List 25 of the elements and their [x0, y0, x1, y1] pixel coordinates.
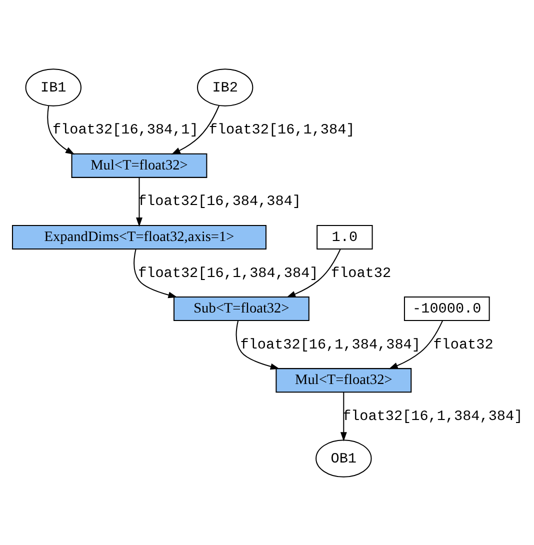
node-box: Mul<T=float32> [276, 368, 412, 392]
edge-label: float32[16,384,1] [52, 122, 198, 138]
arrow [340, 392, 347, 441]
node-ellipse: OB1 [316, 439, 372, 477]
edge-label: float32[16,1,384,384] [342, 408, 523, 424]
node-box: ExpandDims<T=float32,axis=1> [12, 224, 266, 249]
arrow [136, 177, 142, 226]
edge-label: float32[16,384,384] [138, 194, 301, 210]
arrow [388, 320, 444, 369]
arrow [286, 248, 341, 298]
edge-label: float32[16,1,384,384] [240, 336, 420, 353]
node-box: Sub<T=float32> [173, 296, 310, 321]
arrow [134, 248, 178, 298]
arrow [236, 320, 280, 370]
edge-label: float32[16,1,384,384] [138, 265, 318, 282]
edge-label: float32[16,1,384] [208, 122, 355, 138]
node-box: -10000.0 [404, 296, 490, 321]
arrow [171, 105, 220, 154]
node-ellipse: IB2 [196, 68, 254, 106]
node-box: Mul<T=float32> [71, 152, 208, 178]
edge-label: float32 [331, 265, 392, 282]
arrow [47, 105, 75, 154]
edge-label: float32 [433, 336, 494, 353]
node-box: 1.0 [316, 224, 373, 249]
node-ellipse: IB1 [25, 68, 82, 106]
